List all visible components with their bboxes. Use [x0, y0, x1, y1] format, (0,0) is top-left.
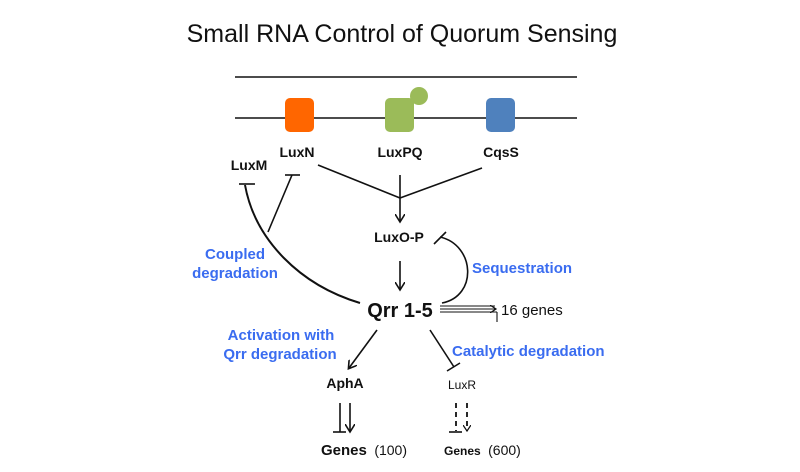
diagram-title: Small RNA Control of Quorum Sensing	[187, 20, 618, 48]
sequestration-inhibition-bar	[433, 231, 447, 245]
sequestration-label: Sequestration	[472, 260, 572, 277]
qrr-to-apha-arrow	[349, 329, 378, 368]
luxo-p-label: LuxO-P	[374, 229, 424, 245]
luxn-to-junction-line	[317, 164, 401, 199]
genes-600-count: (600)	[488, 442, 521, 458]
luxr-label: LuxR	[448, 378, 476, 392]
cqss-to-junction-line	[399, 167, 483, 199]
coupled-degradation-label-line2: degradation	[192, 265, 278, 282]
luxpq-ligand-circle	[410, 87, 428, 105]
luxn-receptor	[285, 98, 314, 132]
genes-600-word: Genes	[444, 444, 481, 458]
cqss-receptor	[486, 98, 515, 132]
sixteen-genes-label: 16 genes	[501, 302, 563, 319]
genes-100-count: (100)	[374, 442, 407, 458]
qrr-to-luxr-line	[429, 329, 455, 368]
activation-label-line2: Qrr degradation	[223, 346, 336, 363]
sequestration-curve	[439, 236, 469, 304]
genes-600-label: Genes (600)	[444, 442, 521, 459]
genes-100-word: Genes	[321, 442, 367, 459]
luxpq-label: LuxPQ	[377, 144, 422, 160]
luxr-inhibition-bar	[446, 362, 461, 372]
activation-label-line1: Activation with	[228, 327, 335, 344]
qrr-label: Qrr 1-5	[367, 300, 433, 322]
qrr-to-luxm-curve	[244, 184, 361, 304]
luxm-label: LuxM	[231, 157, 268, 173]
cqss-label: CqsS	[483, 144, 519, 160]
luxn-label: LuxN	[280, 144, 315, 160]
genes-100-label: Genes (100)	[321, 442, 407, 459]
qrr-to-luxn-line	[267, 174, 293, 233]
apha-label: AphA	[326, 375, 363, 391]
luxpq-receptor	[385, 98, 414, 132]
coupled-degradation-label-line1: Coupled	[205, 246, 265, 263]
catalytic-degradation-label: Catalytic degradation	[452, 343, 605, 360]
